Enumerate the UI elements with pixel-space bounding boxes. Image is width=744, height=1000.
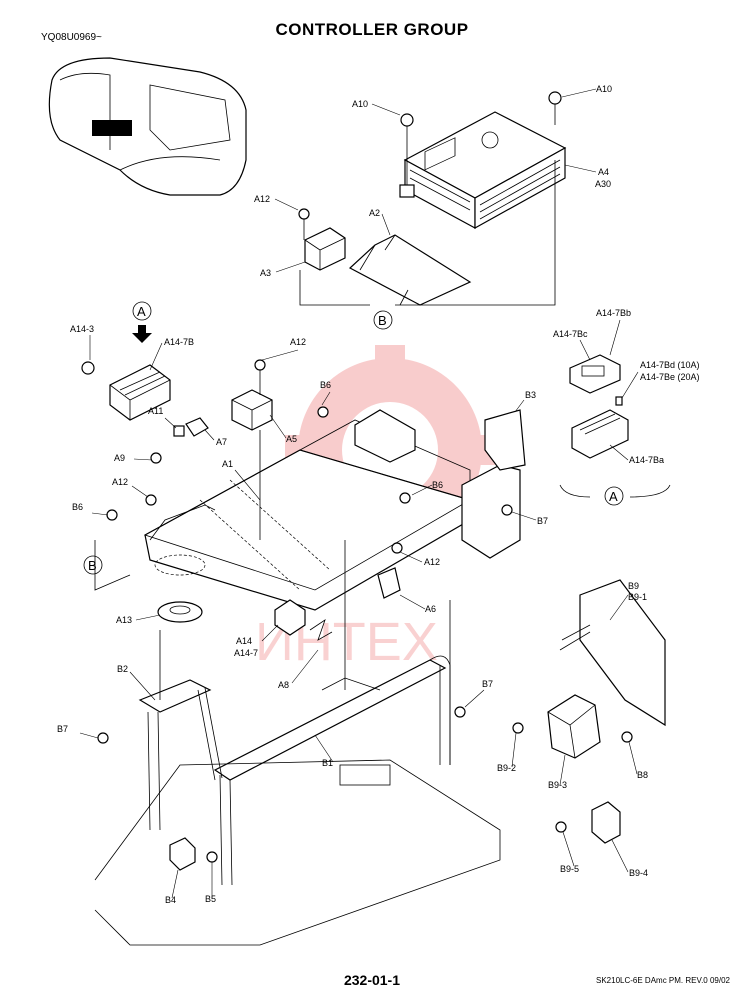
label-b6-mid: B6	[320, 380, 331, 390]
diode-a7	[185, 417, 209, 437]
bolt-b7-right	[501, 504, 513, 516]
label-a6: A6	[425, 604, 436, 614]
label-a7: A7	[216, 437, 227, 447]
callout-b-left: B	[83, 555, 103, 575]
fuse-box-a14-7b	[81, 361, 171, 421]
connector-a6	[377, 542, 403, 599]
bolt-a9	[150, 452, 162, 464]
label-b1: B1	[322, 758, 333, 768]
label-b8: B8	[637, 770, 648, 780]
reference-code: YQ08U0969~	[41, 32, 102, 43]
support-b2	[138, 679, 223, 831]
bracket-a-group	[559, 484, 671, 498]
label-b7-left: B7	[57, 724, 68, 734]
harness-a14	[274, 599, 333, 641]
bracket-b9	[559, 579, 666, 727]
page-title: CONTROLLER GROUP	[275, 20, 469, 39]
callout-a-right: A	[604, 486, 624, 506]
svg-text:A: A	[609, 489, 618, 504]
label-a14-7b: A14-7B	[164, 337, 194, 347]
base-plate	[94, 759, 501, 946]
svg-text:B: B	[88, 558, 97, 573]
bolt-b8	[621, 731, 633, 743]
bolt-a10-left	[400, 113, 414, 185]
fuse-a14-7bd	[615, 396, 623, 406]
label-a10-right: A10	[596, 84, 612, 94]
label-b2: B2	[117, 664, 128, 674]
grommet-a13	[157, 601, 203, 623]
label-b6-right: B6	[432, 480, 443, 490]
callout-a-top: A	[132, 301, 152, 321]
fuse-cover-a14-7bb	[569, 354, 621, 394]
label-a12-left: A12	[112, 477, 128, 487]
label-a8: A8	[278, 680, 289, 690]
callout-b-top: B	[373, 310, 393, 330]
label-a10-left: A10	[352, 99, 368, 109]
label-a14-7bc: A14-7Bc	[553, 329, 588, 339]
bolt-a10-right	[548, 91, 562, 125]
label-a14: A14	[236, 636, 252, 646]
bracket-b6-mount	[317, 406, 416, 504]
svg-text:B: B	[378, 313, 387, 328]
label-a14-7ba: A14-7Ba	[629, 455, 664, 465]
bolt-b7-left	[97, 732, 109, 744]
label-b9-3: B9-3	[548, 780, 567, 790]
bolt-a12-left	[145, 494, 157, 506]
label-a14-3: A14-3	[70, 324, 94, 334]
bolt-b9-2	[512, 722, 524, 734]
bolt-b7-mid	[454, 706, 466, 718]
label-b7-mid: B7	[482, 679, 493, 689]
fuse-block-a14-7ba	[571, 409, 629, 459]
relay-b9-3	[547, 694, 601, 759]
label-b6-left: B6	[72, 502, 83, 512]
label-b9-4: B9-4	[629, 868, 648, 878]
label-a13: A13	[116, 615, 132, 625]
frame-b1	[213, 655, 451, 886]
label-a9: A9	[114, 453, 125, 463]
label-a5: A5	[286, 434, 297, 444]
label-b9-5: B9-5	[560, 864, 579, 874]
relay-b9-4	[591, 801, 621, 844]
label-a4: A4	[598, 167, 609, 177]
label-b7-right: B7	[537, 516, 548, 526]
label-a12-right: A12	[424, 557, 440, 567]
view-arrow-icon	[132, 325, 152, 343]
label-b5: B5	[205, 894, 216, 904]
label-b9-1: B9-1	[628, 592, 647, 602]
bolt-b6-left	[106, 509, 118, 521]
bracket-a2	[348, 234, 472, 306]
relay-a3	[298, 208, 346, 271]
machine-location-thumbnail	[48, 57, 247, 196]
label-b4: B4	[165, 895, 176, 905]
bracket-b3	[461, 409, 526, 559]
svg-text:A: A	[137, 304, 146, 319]
label-b9-2: B9-2	[497, 763, 516, 773]
label-a3: A3	[260, 268, 271, 278]
controller-unit-a4	[403, 111, 567, 230]
label-a2: A2	[369, 208, 380, 218]
label-a1: A1	[222, 459, 233, 469]
label-a12-top: A12	[254, 194, 270, 204]
resistor-a11	[173, 425, 185, 437]
label-b3: B3	[525, 390, 536, 400]
spacer	[399, 184, 415, 198]
page-number: 232-01-1	[343, 972, 401, 988]
bolt-b5	[206, 851, 218, 863]
label-a11: A11	[148, 406, 163, 416]
label-a30: A30	[595, 179, 611, 189]
model-revision: SK210LC-6E DAmc PM. REV.0 09/02	[596, 976, 730, 985]
relay-b4	[169, 837, 196, 871]
label-a14-7: A14-7	[234, 648, 258, 658]
relay-a5	[231, 359, 273, 431]
bolt-b9-5	[555, 821, 567, 833]
label-a12-mid: A12	[290, 337, 306, 347]
label-a14-7bb: A14-7Bb	[596, 308, 631, 318]
label-b9: B9	[628, 581, 639, 591]
label-a14-7be: A14-7Be (20A)	[640, 372, 700, 382]
label-a14-7bd: A14-7Bd (10A)	[640, 360, 700, 370]
